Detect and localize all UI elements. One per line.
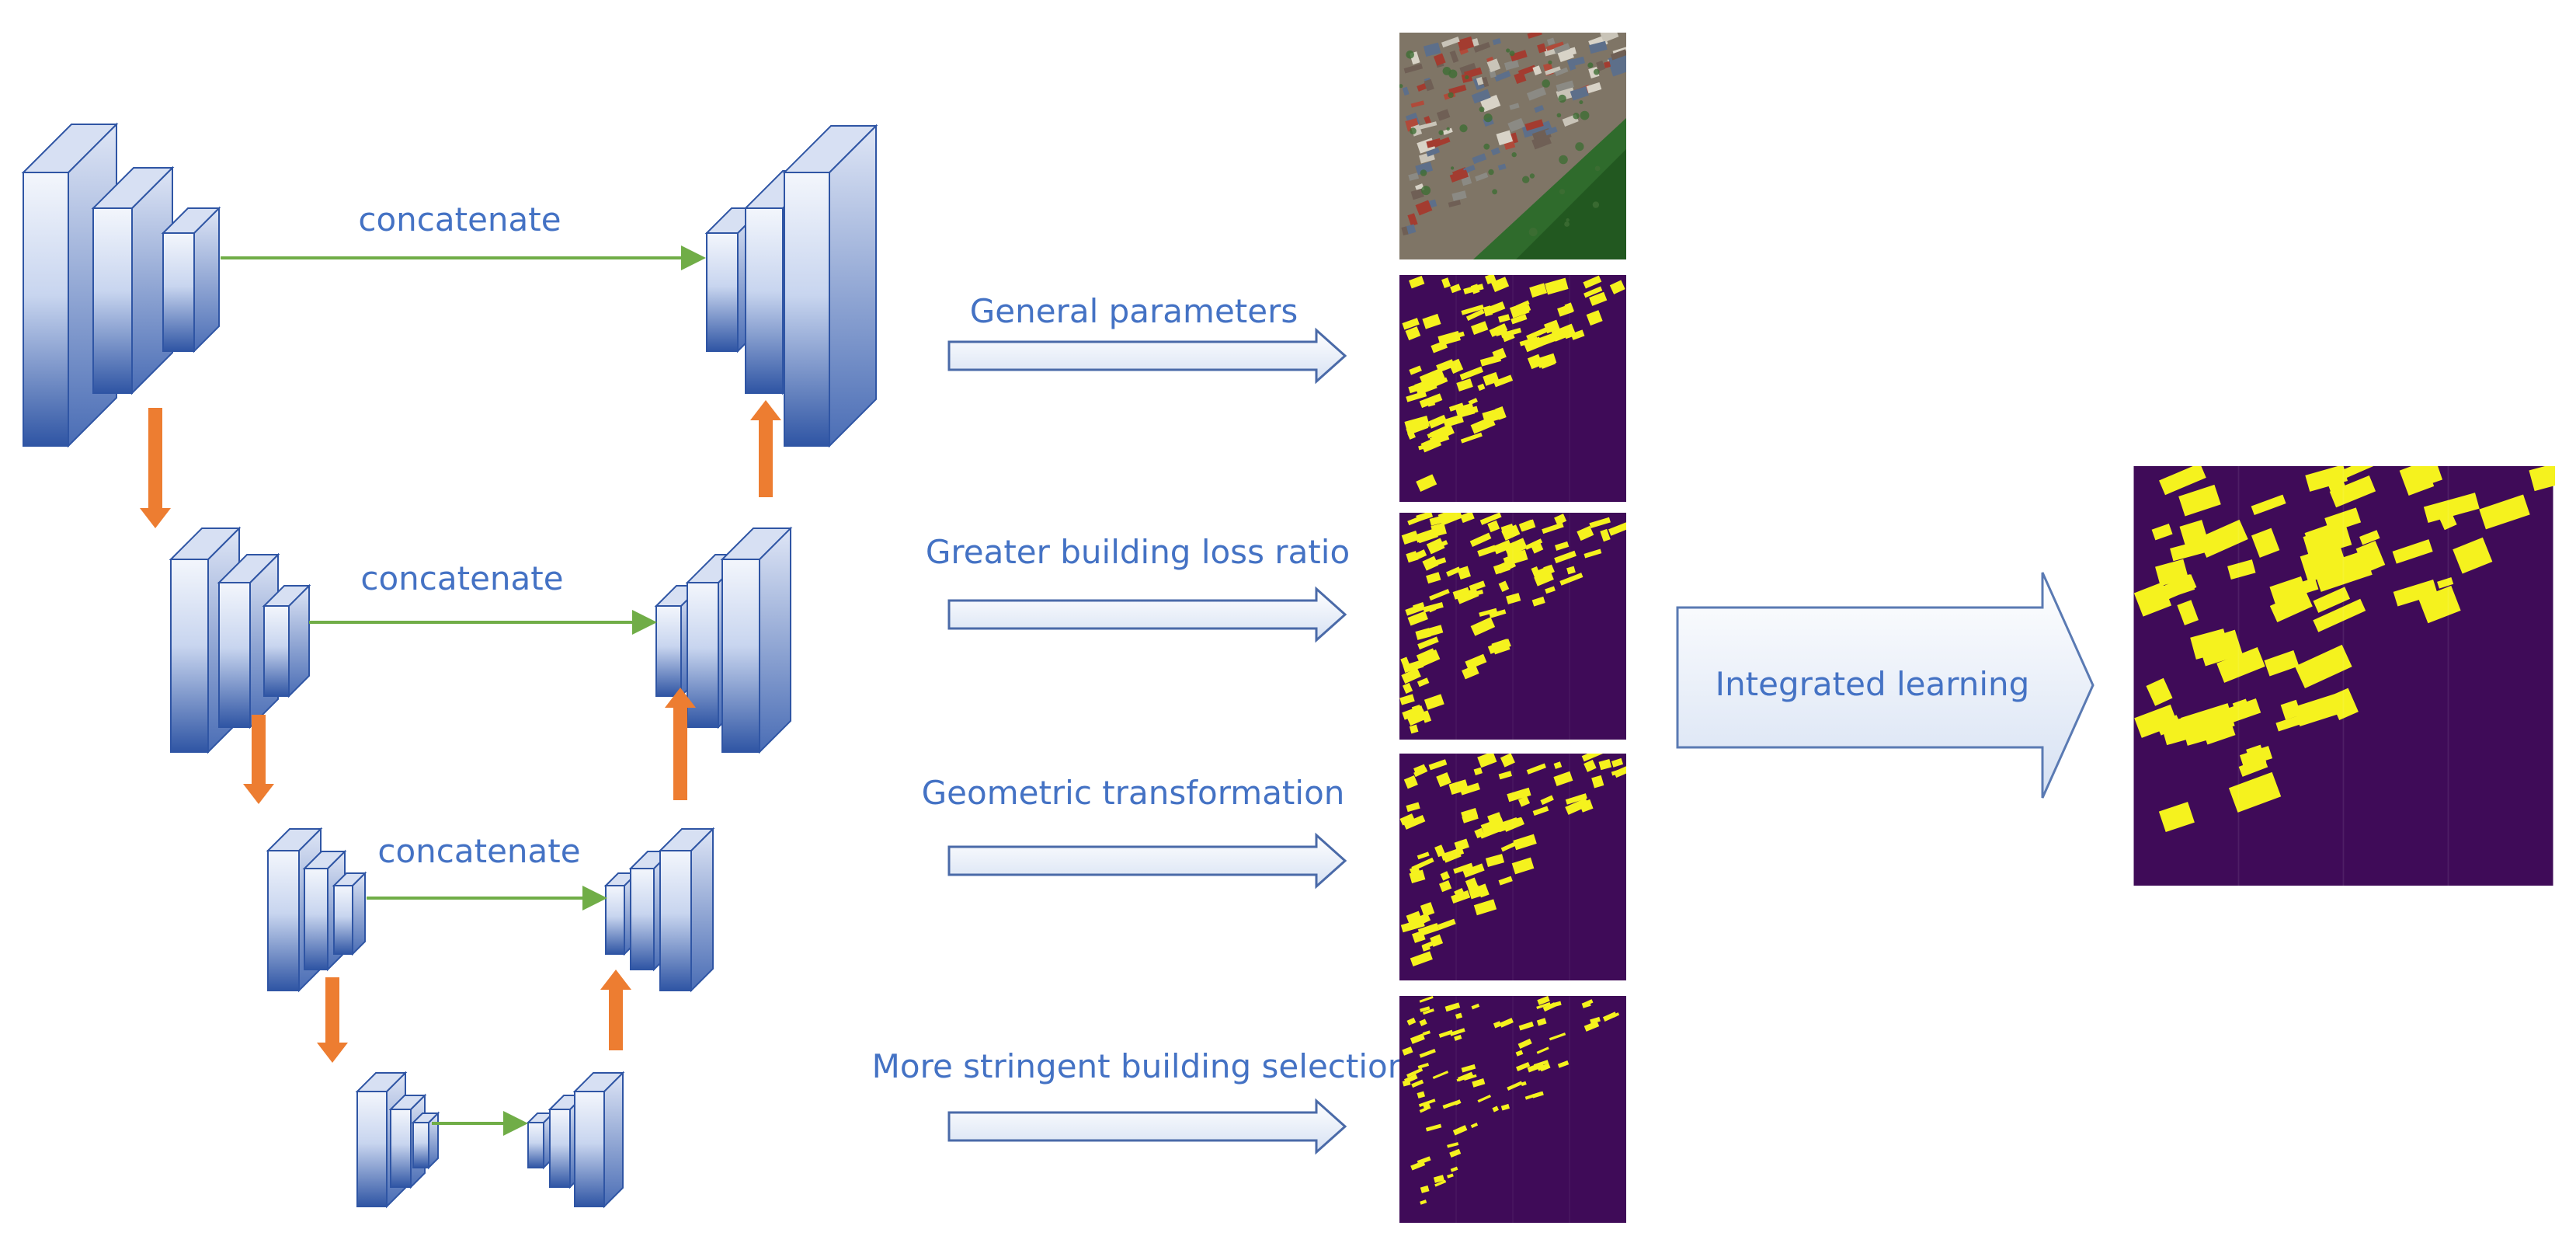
up-arrow-3 xyxy=(600,970,631,1050)
branch-arrow-3 xyxy=(947,832,1347,890)
mask-tile-general xyxy=(1399,275,1626,502)
branch-label-geometric: Geometric transformation xyxy=(921,774,1345,812)
down-arrow-1 xyxy=(140,408,171,528)
unet-block-dec1-3 xyxy=(782,124,878,448)
unet-block-enc2-3 xyxy=(262,583,311,698)
concat-label-2: concatenate xyxy=(360,559,564,597)
concat-label-3: concatenate xyxy=(377,832,581,870)
unet-block-dec3-1 xyxy=(603,871,639,956)
unet-block-enc1-3 xyxy=(161,206,221,353)
unet-block-bott-right-3 xyxy=(572,1071,625,1209)
unet-block-dec3-3 xyxy=(658,827,715,993)
down-arrow-2 xyxy=(243,715,274,804)
integration-label: Integrated learning xyxy=(1715,665,2030,703)
unet-block-enc1-2 xyxy=(91,165,175,395)
mask-tile-stringent xyxy=(1399,996,1626,1223)
branch-label-general: General parameters xyxy=(969,292,1298,330)
unet-block-bott-left-3 xyxy=(411,1111,440,1170)
mask-tile-geometric xyxy=(1399,754,1626,980)
down-arrow-3 xyxy=(317,977,348,1063)
aerial-image-tile xyxy=(1399,33,1626,259)
concat-label-1: concatenate xyxy=(358,200,561,239)
unet-block-enc3-3 xyxy=(332,871,367,956)
up-arrow-2 xyxy=(665,688,696,800)
branch-arrow-2 xyxy=(947,586,1347,643)
branch-arrow-1 xyxy=(947,327,1347,385)
branch-label-stringent: More stringent building selection xyxy=(871,1047,1409,1085)
unet-block-dec2-3 xyxy=(720,526,793,754)
up-arrow-1 xyxy=(750,400,781,497)
integration-arrow xyxy=(1676,572,2095,799)
integrated-output-tile xyxy=(2133,466,2555,886)
branch-label-loss-ratio: Greater building loss ratio xyxy=(925,533,1351,571)
mask-tile-loss-ratio xyxy=(1399,513,1626,740)
branch-arrow-4 xyxy=(947,1098,1347,1155)
